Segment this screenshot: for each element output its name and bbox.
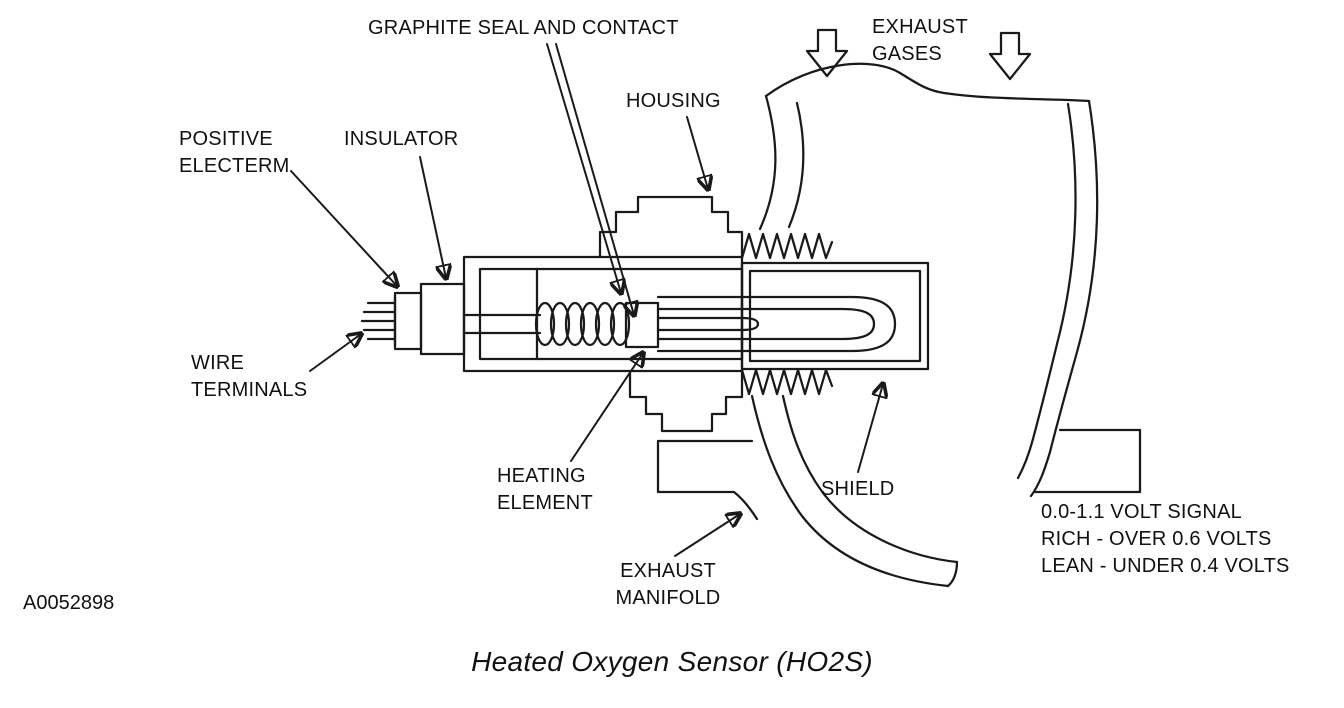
thimble-outer-drawing <box>656 295 897 353</box>
label-exhaust-manifold-line2: MANIFOLD <box>615 587 721 609</box>
leader-graphite-seal-2 <box>555 43 634 315</box>
label-shield: SHIELD <box>821 478 895 500</box>
label-exhaust-manifold: EXHAUST MANIFOLD <box>598 558 738 612</box>
label-voltage-signal-line1: 0.0-1.1 VOLT SIGNAL <box>1041 501 1242 523</box>
label-exhaust-manifold-line1: EXHAUST <box>620 560 716 582</box>
wire-terminals-drawing <box>360 295 397 348</box>
label-exhaust-gases: EXHAUST GASES <box>872 14 968 68</box>
label-insulator: INSULATOR <box>344 128 459 150</box>
threads-bottom-drawing <box>740 368 834 396</box>
body-internal-lines <box>462 267 542 361</box>
leader-heating-element <box>570 353 643 462</box>
label-wire-terminals-line2: TERMINALS <box>191 379 308 401</box>
leader-wire-terminals <box>309 334 361 372</box>
leader-insulator <box>419 156 446 278</box>
label-heating-element-line2: ELEMENT <box>497 492 593 514</box>
shield-drawing <box>740 261 930 371</box>
connector-drawing <box>419 282 466 356</box>
label-voltage-signal-line3: LEAN - UNDER 0.4 VOLTS <box>1041 555 1290 577</box>
manifold-boss-drawing <box>656 439 759 521</box>
exhaust-gas-arrows <box>805 28 1032 81</box>
leader-graphite-seal-1 <box>546 43 621 293</box>
label-voltage-signal-line2: RICH - OVER 0.6 VOLTS <box>1041 528 1272 550</box>
label-graphite-seal: GRAPHITE SEAL AND CONTACT <box>368 17 679 39</box>
heating-element-drawing <box>656 316 760 332</box>
label-voltage-signal: 0.0-1.1 VOLT SIGNAL RICH - OVER 0.6 VOLT… <box>1041 499 1290 580</box>
leader-housing <box>686 116 708 189</box>
part-number: A0052898 <box>23 592 115 614</box>
leader-exhaust-manifold <box>674 514 740 557</box>
label-wire-terminals: WIRE TERMINALS <box>191 350 307 404</box>
graphite-seal-drawing <box>624 301 660 349</box>
leader-arrows <box>290 43 883 557</box>
label-exhaust-gases-line2: GASES <box>872 43 942 65</box>
label-positive-electerm-line1: POSITIVE <box>179 128 273 150</box>
spring-drawing <box>534 301 631 347</box>
exhaust-manifold-drawing <box>656 62 1142 588</box>
label-wire-terminals-line1: WIRE <box>191 352 245 374</box>
threads-top-drawing <box>740 232 834 260</box>
insulator-drawing <box>393 291 423 351</box>
leader-shield <box>857 384 883 473</box>
label-exhaust-gases-line1: EXHAUST <box>872 16 968 38</box>
manifold-flange-right-drawing <box>1033 428 1142 494</box>
label-heating-element: HEATING ELEMENT <box>497 463 593 517</box>
thimble-inner-drawing <box>656 307 876 341</box>
label-positive-electerm: POSITIVE ELECTERM <box>179 126 290 180</box>
shield-inner-drawing <box>748 269 922 363</box>
diagram-caption: Heated Oxygen Sensor (HO2S) <box>471 646 873 677</box>
housing-drawing <box>598 195 744 259</box>
down-arrow-icon <box>805 28 849 78</box>
down-arrow-icon <box>988 31 1032 81</box>
leader-positive-electerm <box>290 170 397 286</box>
label-housing: HOUSING <box>626 90 721 112</box>
sensor-body-drawing <box>360 195 930 433</box>
housing-bottom-drawing <box>628 369 744 433</box>
label-heating-element-line1: HEATING <box>497 465 586 487</box>
label-positive-electerm-line2: ELECTERM <box>179 155 290 177</box>
